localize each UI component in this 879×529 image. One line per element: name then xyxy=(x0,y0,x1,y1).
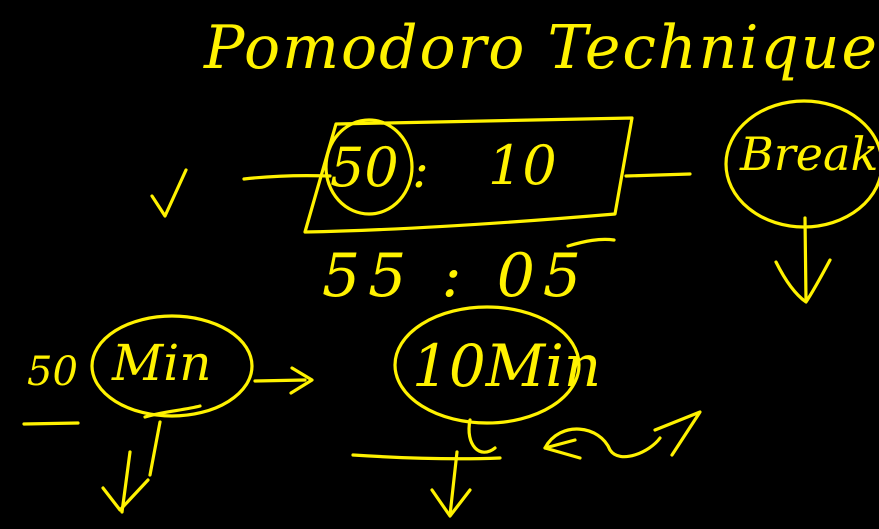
work-ratio-value: 50 xyxy=(330,136,399,199)
underline-05 xyxy=(566,237,616,248)
circle-min xyxy=(90,314,254,418)
arrowhead-10min xyxy=(430,488,472,518)
checkmark-icon xyxy=(150,168,188,218)
scribble-10min xyxy=(467,418,497,454)
arrow-head-break xyxy=(774,258,832,304)
arrow-down-break xyxy=(803,216,808,302)
connector-line-right xyxy=(624,172,692,178)
arrow-right-min xyxy=(253,378,307,383)
alternate-ratio: 55 : 05 xyxy=(322,241,590,311)
ratio-box xyxy=(303,116,634,234)
arrow-head-right xyxy=(289,366,314,395)
line-below-10min xyxy=(351,453,502,461)
arrow-tail-loop xyxy=(543,438,582,460)
work-minutes-value: 50 xyxy=(27,349,78,395)
underline-60 xyxy=(22,421,80,426)
scribble-min xyxy=(143,404,202,419)
arrowhead-min xyxy=(101,478,150,512)
down-arrow-min-1 xyxy=(120,450,132,514)
loop-arrow-right xyxy=(543,427,662,459)
arrowhead-loop xyxy=(653,410,702,457)
down-arrow-10min xyxy=(448,450,459,517)
break-label: Break xyxy=(740,127,879,181)
break-ratio-value: 10 xyxy=(488,134,557,197)
circle-50 xyxy=(324,118,414,216)
connector-line-left xyxy=(242,174,332,181)
work-unit-label: Min xyxy=(112,334,212,392)
break-duration-label: 10Min xyxy=(412,332,602,400)
down-arrow-min-2 xyxy=(148,420,162,477)
page-title: Pomodoro Technique xyxy=(204,13,879,83)
circle-10min xyxy=(393,305,581,425)
ratio-colon: : xyxy=(412,141,429,199)
